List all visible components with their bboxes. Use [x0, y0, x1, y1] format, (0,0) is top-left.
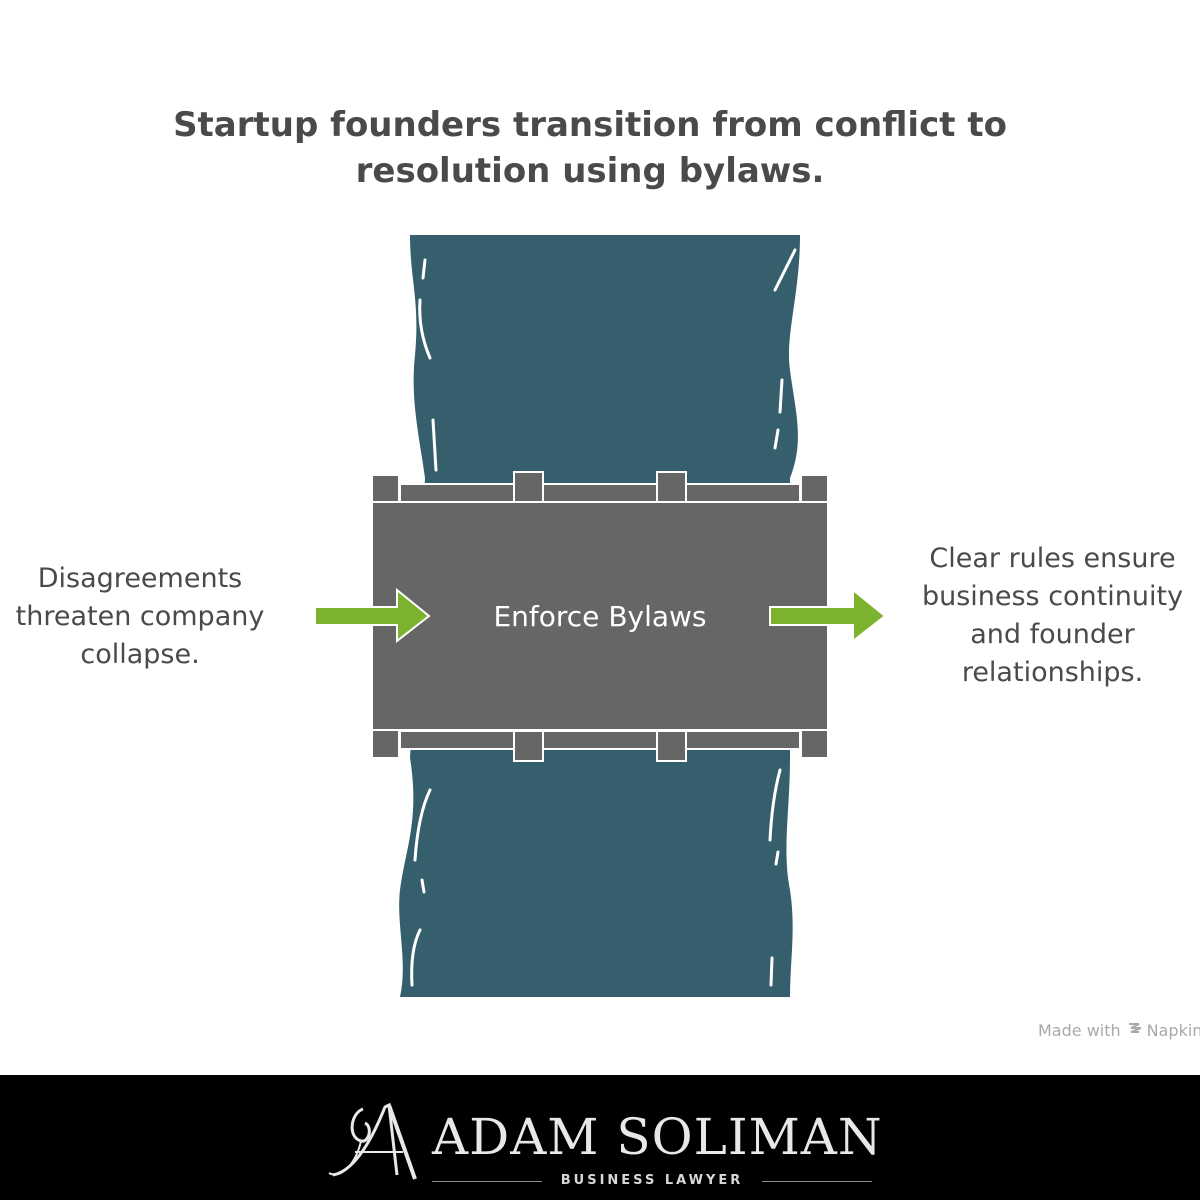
napkin-logo-icon [1127, 1018, 1143, 1044]
watermark-brand: Napkin [1146, 1021, 1200, 1040]
bridge-deck [371, 501, 829, 731]
left-outcome-text: Disagreements threaten company collapse. [15, 563, 265, 670]
arrow-out-of-bridge [769, 587, 887, 644]
brand-rule-right [762, 1181, 872, 1182]
river-dashes-lower [410, 768, 782, 987]
bridge-label: Enforce Bylaws [493, 600, 707, 633]
brand-rule-left [432, 1181, 542, 1182]
brand-subtitle: BUSINESS LAWYER [560, 1173, 744, 1188]
right-outcome-text: Clear rules ensure business continuity a… [921, 543, 1184, 688]
watermark-text: Made with [1038, 1021, 1121, 1040]
monogram-logo-icon [328, 1102, 417, 1180]
made-with-napkin-watermark[interactable]: Made with Napkin [1038, 1018, 1200, 1044]
arrow-into-bridge [314, 587, 431, 644]
bridge-bottom-rail [371, 729, 829, 762]
diagram-title: Startup founders transition from conflic… [173, 105, 1007, 191]
bridge-top-rail [371, 471, 829, 504]
brand-name: ADAM SOLIMAN [432, 1108, 883, 1166]
river-dashes-upper [418, 248, 797, 472]
footer-banner: ADAM SOLIMAN BUSINESS LAWYER [0, 1075, 1200, 1200]
